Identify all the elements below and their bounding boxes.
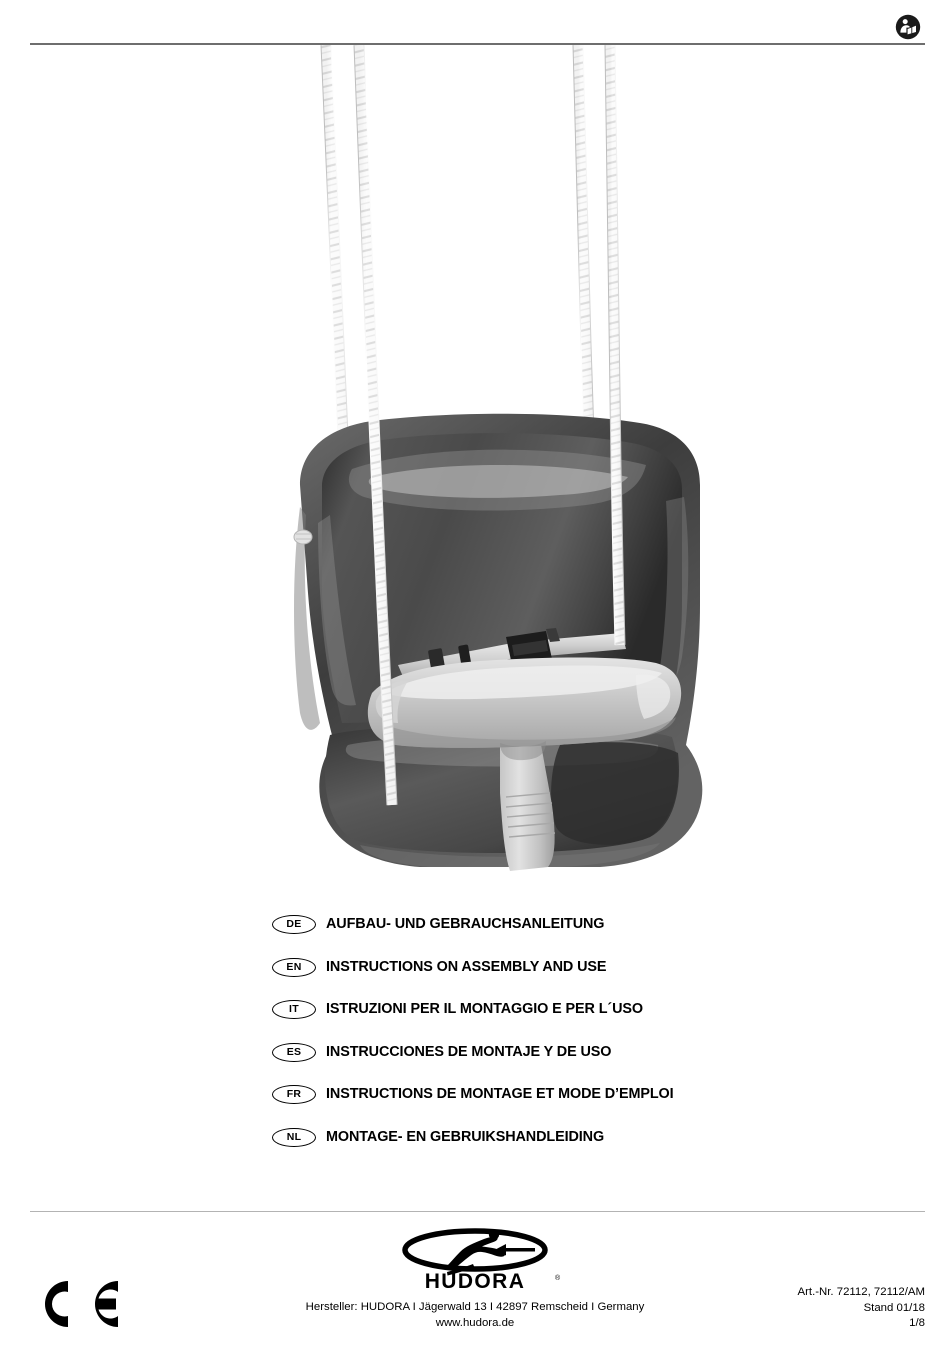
page-number: 1/8 [909, 1317, 925, 1329]
revision-date: Stand 01/18 [863, 1301, 925, 1314]
seat-shell [293, 413, 703, 867]
hudora-logo-mark: HUDORA ® [402, 1228, 561, 1290]
language-row: ES INSTRUCCIONES DE MONTAJE Y DE USO [272, 1042, 912, 1086]
website-line: www.hudora.de [435, 1316, 515, 1329]
safety-bar [367, 657, 682, 871]
language-row: FR INSTRUCTIONS DE MONTAGE ET MODE D’EMP… [272, 1085, 912, 1128]
hudora-logo: HUDORA ® [0, 1228, 950, 1290]
language-title-list: DE AUFBAU- UND GEBRAUCHSANLEITUNG EN INS… [272, 915, 912, 1170]
language-badge-nl: NL [272, 1127, 316, 1147]
read-instructions-icon [895, 14, 921, 40]
language-badge-en: EN [272, 957, 316, 977]
svg-text:HUDORA: HUDORA [425, 1270, 526, 1290]
footer-divider [30, 1211, 925, 1212]
manual-title-nl: MONTAGE- EN GEBRUIKSHANDLEIDING [326, 1128, 605, 1145]
article-number: Art.-Nr. 72112, 72112/AM [797, 1286, 925, 1298]
manual-title-es: INSTRUCCIONES DE MONTAJE Y DE USO [326, 1043, 612, 1060]
manual-title-en: INSTRUCTIONS ON ASSEMBLY AND USE [326, 958, 607, 975]
language-badge-it: IT [272, 1000, 316, 1019]
svg-text:®: ® [555, 1274, 561, 1282]
language-row: IT ISTRUZIONI PER IL MONTAGGIO E PER L´U… [272, 1000, 912, 1043]
footer-address-block: Hersteller: HUDORA I Jägerwald 13 I 4289… [0, 1300, 950, 1331]
language-badge-es: ES [272, 1042, 316, 1062]
language-row: EN INSTRUCTIONS ON ASSEMBLY AND USE [272, 957, 912, 1001]
baby-swing-seat-photo [0, 45, 950, 885]
manual-title-fr: INSTRUCTIONS DE MONTAGE ET MODE D’EMPLOI [326, 1086, 674, 1102]
footer-document-meta: Art.-Nr. 72112, 72112/AM Stand 01/18 1/8 [798, 1285, 925, 1332]
language-badge-de: DE [272, 915, 316, 934]
manual-title-it: ISTRUZIONI PER IL MONTAGGIO E PER L´USO [326, 1001, 643, 1017]
language-row: NL MONTAGE- EN GEBRUIKSHANDLEIDING [272, 1127, 912, 1171]
swing-ropes-front [353, 45, 626, 806]
manual-title-de: AUFBAU- UND GEBRAUCHSANLEITUNG [326, 916, 605, 932]
language-badge-fr: FR [272, 1085, 316, 1104]
manufacturer-line: Hersteller: HUDORA I Jägerwald 13 I 4289… [305, 1301, 645, 1313]
ce-marking-icon [45, 1281, 118, 1327]
language-row: DE AUFBAU- UND GEBRAUCHSANLEITUNG [272, 915, 912, 958]
header-divider [30, 43, 925, 45]
